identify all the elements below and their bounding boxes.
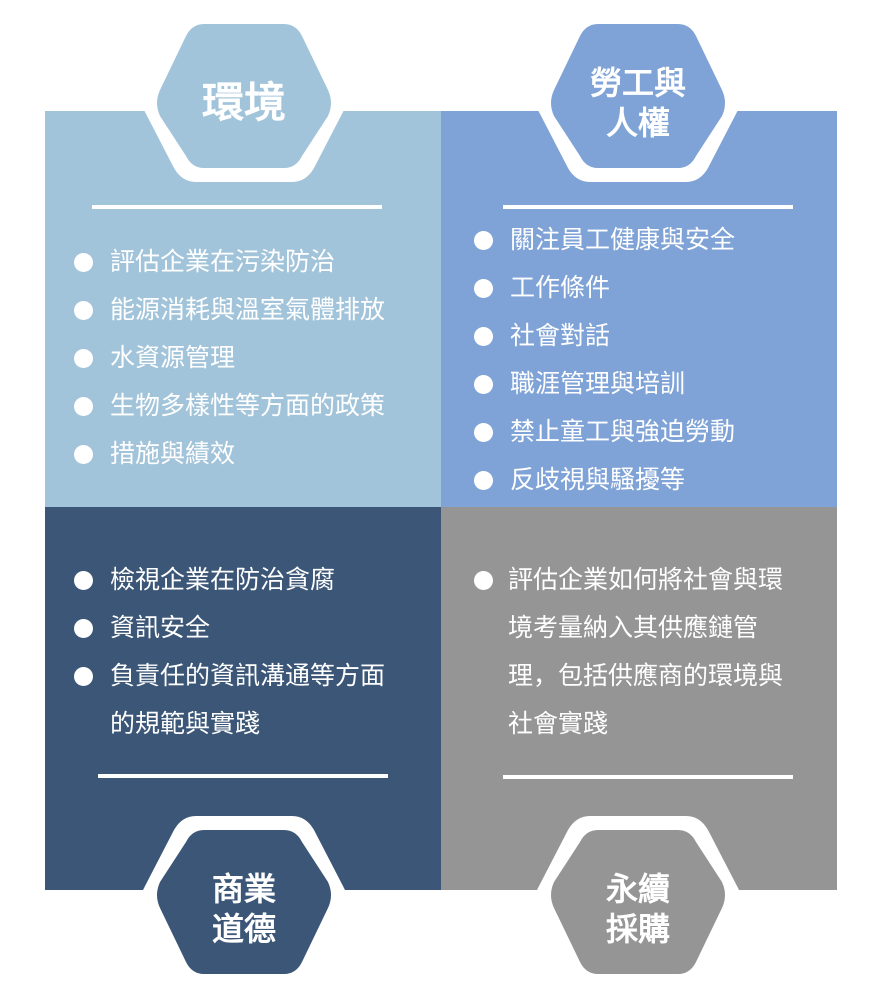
bullet-icon — [74, 349, 93, 368]
labor-rights-hexagon-badge: 勞工與 人權 — [536, 16, 740, 190]
list-item: 措施與績效 — [70, 430, 385, 478]
list-item: 檢視企業在防治貪腐 — [70, 556, 400, 604]
list-item: 關注員工健康與安全 — [470, 216, 735, 264]
item-text: 關注員工健康與安全 — [510, 225, 736, 254]
hexagon-shape-icon — [142, 24, 346, 182]
sustainable-procurement-divider — [503, 775, 793, 779]
environment-hexagon-badge: 環境 — [142, 16, 346, 190]
list-item: 反歧視與騷擾等 — [470, 456, 735, 504]
title-line: 永續 — [605, 870, 670, 908]
bullet-icon — [74, 619, 93, 638]
bullet-icon — [474, 471, 493, 490]
hexagon-shape-icon — [142, 816, 346, 974]
bullet-icon — [474, 375, 493, 394]
item-text: 水資源管理 — [110, 343, 236, 372]
bullet-icon — [474, 571, 493, 590]
item-text: 檢視企業在防治貪腐 — [110, 565, 336, 594]
bullet-icon — [74, 571, 93, 590]
bullet-icon — [74, 667, 93, 686]
list-item: 資訊安全 — [70, 604, 400, 652]
list-item: 社會對話 — [470, 312, 735, 360]
business-ethics-title: 商業 道德 — [144, 808, 344, 996]
title-line: 商業 — [211, 870, 276, 908]
bullet-icon — [474, 423, 493, 442]
title-line: 人權 — [605, 104, 670, 142]
title-line: 道德 — [211, 910, 276, 948]
list-item: 生物多樣性等方面的政策 — [70, 382, 385, 430]
sustainable-procurement-hexagon-badge: 永續 採購 — [536, 808, 740, 982]
list-item: 評估企業在污染防治 — [70, 238, 385, 286]
list-item: 職涯管理與培訓 — [470, 360, 735, 408]
business-ethics-divider — [98, 774, 388, 778]
sustainable-procurement-item-list: 評估企業如何將社會與環境考量納入其供應鏈管理，包括供應商的環境與社會實踐 — [470, 556, 798, 748]
item-text: 資訊安全 — [110, 613, 211, 642]
item-text: 生物多樣性等方面的政策 — [110, 391, 386, 420]
item-text: 工作條件 — [510, 273, 611, 302]
item-text: 能源消耗與溫室氣體排放 — [110, 295, 386, 324]
title-line: 勞工與 — [589, 64, 686, 102]
list-item: 能源消耗與溫室氣體排放 — [70, 286, 385, 334]
item-text: 社會對話 — [510, 321, 611, 350]
item-text: 評估企業如何將社會與環境考量納入其供應鏈管理，包括供應商的環境與社會實踐 — [508, 565, 784, 738]
bullet-icon — [74, 397, 93, 416]
item-text: 職涯管理與培訓 — [510, 369, 686, 398]
list-item: 工作條件 — [470, 264, 735, 312]
labor-rights-divider — [503, 205, 793, 209]
list-item: 禁止童工與強迫勞動 — [470, 408, 735, 456]
item-text: 負責任的資訊溝通等方面的規範與實踐 — [110, 661, 386, 738]
bullet-icon — [474, 231, 493, 250]
labor-rights-title: 勞工與 人權 — [538, 16, 738, 204]
bullet-icon — [74, 253, 93, 272]
bullet-icon — [74, 301, 93, 320]
title-line: 採購 — [605, 910, 670, 948]
environment-divider — [92, 205, 382, 209]
bullet-icon — [74, 445, 93, 464]
list-item: 水資源管理 — [70, 334, 385, 382]
bullet-icon — [474, 279, 493, 298]
environment-title: 環境 — [144, 16, 344, 204]
item-text: 反歧視與騷擾等 — [510, 465, 686, 494]
list-item: 負責任的資訊溝通等方面的規範與實踐 — [70, 652, 400, 748]
business-ethics-item-list: 檢視企業在防治貪腐 資訊安全 負責任的資訊溝通等方面的規範與實踐 — [70, 556, 400, 748]
item-text: 禁止童工與強迫勞動 — [510, 417, 736, 446]
title-line: 環境 — [201, 77, 286, 127]
hexagon-shape-icon — [536, 816, 740, 974]
bullet-icon — [474, 327, 493, 346]
labor-rights-item-list: 關注員工健康與安全 工作條件 社會對話 職涯管理與培訓 禁止童工與強迫勞動 反歧… — [470, 216, 735, 504]
list-item: 評估企業如何將社會與環境考量納入其供應鏈管理，包括供應商的環境與社會實踐 — [470, 556, 798, 748]
item-text: 評估企業在污染防治 — [110, 247, 336, 276]
hexagon-shape-icon — [536, 24, 740, 182]
environment-item-list: 評估企業在污染防治 能源消耗與溫室氣體排放 水資源管理 生物多樣性等方面的政策 … — [70, 238, 385, 478]
sustainable-procurement-title: 永續 採購 — [538, 808, 738, 996]
item-text: 措施與績效 — [110, 439, 236, 468]
business-ethics-hexagon-badge: 商業 道德 — [142, 808, 346, 982]
